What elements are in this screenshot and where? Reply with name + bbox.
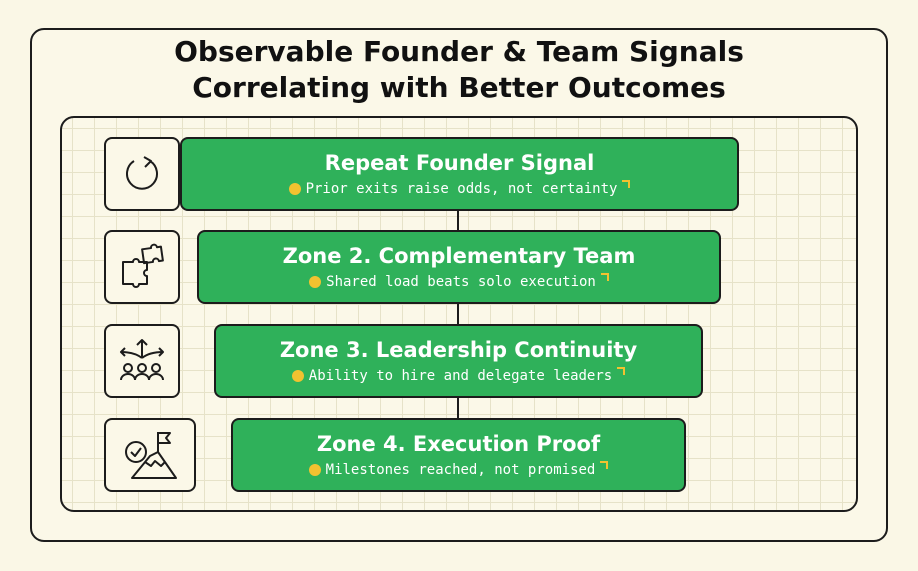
zone-subtitle-row: Milestones reached, not promised: [308, 460, 609, 480]
title-line-2: Correlating with Better Outcomes: [192, 71, 726, 104]
zone-title: Zone 3. Leadership Continuity: [279, 338, 638, 362]
zone-subtitle: Milestones reached, not promised: [325, 462, 596, 478]
team-directions-icon-box: [104, 324, 180, 398]
title-line-1: Observable Founder & Team Signals: [174, 35, 744, 68]
refresh-icon-box: [104, 137, 180, 211]
refresh-icon: [126, 156, 158, 190]
team-directions-icon: [120, 339, 164, 381]
zone-subtitle-row: Ability to hire and delegate leaders: [291, 366, 626, 386]
corner-mark-icon: [600, 461, 609, 469]
zone-subtitle: Shared load beats solo execution: [326, 274, 596, 290]
connector-line: [457, 398, 459, 420]
zone-subtitle: Prior exits raise odds, not certainty: [305, 181, 618, 197]
zone-card-4: Zone 4. Execution Proof Milestones reach…: [231, 418, 686, 492]
puzzle-icon-box: [104, 230, 180, 304]
puzzle-icon: [122, 243, 164, 288]
corner-mark-icon: [600, 273, 609, 281]
summit-flag-icon: [125, 432, 177, 479]
zone-title: Zone 4. Execution Proof: [316, 432, 601, 456]
zone-card-2: Zone 2. Complementary Team Shared load b…: [197, 230, 721, 304]
pie-dot-icon: [288, 183, 301, 195]
zone-title: Repeat Founder Signal: [324, 151, 595, 175]
check-dot-icon: [308, 464, 321, 476]
zone-card-1: Repeat Founder Signal Prior exits raise …: [180, 137, 739, 211]
corner-mark-icon: [622, 180, 631, 188]
corner-mark-icon: [617, 367, 626, 375]
zone-subtitle-row: Shared load beats solo execution: [309, 272, 609, 292]
connector-line: [457, 210, 459, 232]
zone-subtitle: Ability to hire and delegate leaders: [308, 368, 613, 384]
diagram-title: Observable Founder & Team Signals Correl…: [0, 34, 918, 106]
pie-dot-icon: [291, 370, 304, 382]
zone-card-3: Zone 3. Leadership Continuity Ability to…: [214, 324, 703, 398]
zone-subtitle-row: Prior exits raise odds, not certainty: [288, 179, 631, 199]
connector-line: [457, 304, 459, 326]
pie-dot-icon: [309, 276, 322, 288]
summit-flag-icon-box: [104, 418, 196, 492]
zone-title: Zone 2. Complementary Team: [282, 244, 636, 268]
